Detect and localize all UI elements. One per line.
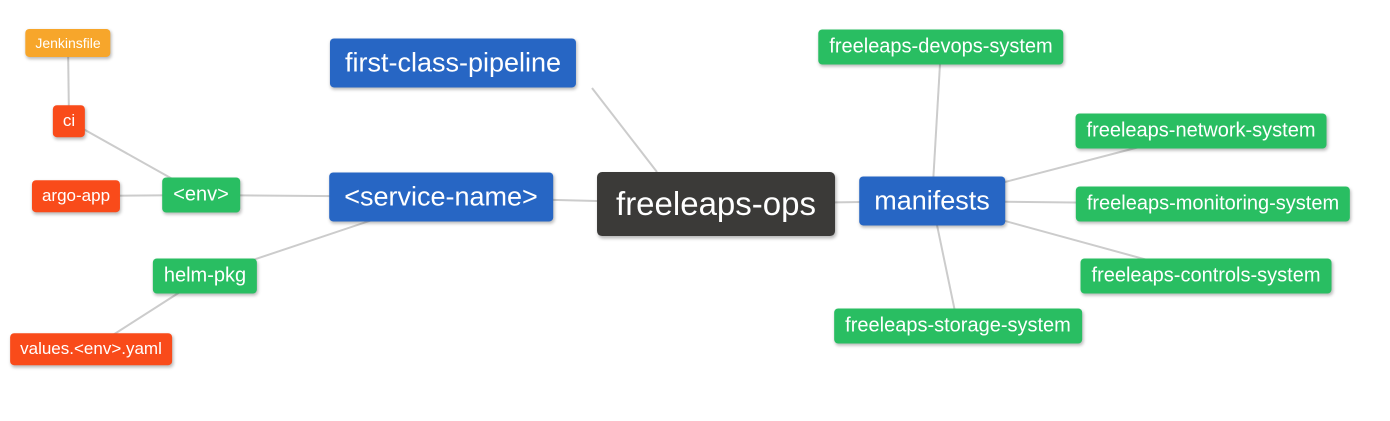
node-label: Jenkinsfile [35, 34, 101, 51]
node-env[interactable]: <env> [162, 177, 240, 213]
node-label: helm-pkg [163, 264, 247, 287]
node-label: argo-app [41, 186, 111, 206]
node-label: values.<env>.yaml [20, 339, 162, 359]
node-label: <service-name> [344, 181, 538, 212]
node-label: manifests [874, 185, 990, 216]
node-service-name[interactable]: <service-name> [329, 172, 553, 222]
node-label: freeleaps-controls-system [1091, 264, 1321, 287]
edge-first-class-pipeline-freeleaps-ops [591, 87, 658, 173]
node-helm-pkg[interactable]: helm-pkg [152, 258, 258, 294]
node-freeleaps-controls-system[interactable]: freeleaps-controls-system [1080, 258, 1332, 294]
node-label: freeleaps-storage-system [845, 314, 1071, 337]
node-label: freeleaps-network-system [1086, 119, 1316, 142]
node-label: freeleaps-ops [616, 185, 816, 223]
node-label: <env> [173, 183, 229, 206]
node-jenkinsfile[interactable]: Jenkinsfile [25, 28, 111, 58]
node-freeleaps-devops-system[interactable]: freeleaps-devops-system [818, 29, 1064, 65]
node-freeleaps-ops[interactable]: freeleaps-ops [597, 172, 835, 236]
node-freeleaps-network-system[interactable]: freeleaps-network-system [1075, 113, 1327, 149]
node-label: freeleaps-monitoring-system [1086, 192, 1340, 215]
node-freeleaps-storage-system[interactable]: freeleaps-storage-system [834, 308, 1082, 344]
node-label: ci [62, 111, 76, 131]
node-values-env-yaml[interactable]: values.<env>.yaml [10, 333, 172, 365]
edge-manifests-freeleaps-devops-system [931, 46, 942, 202]
node-freeleaps-monitoring-system[interactable]: freeleaps-monitoring-system [1075, 186, 1351, 222]
node-argo-app[interactable]: argo-app [31, 180, 121, 212]
node-label: first-class-pipeline [344, 47, 562, 78]
node-manifests[interactable]: manifests [859, 176, 1005, 226]
node-label: freeleaps-devops-system [829, 35, 1053, 58]
node-ci[interactable]: ci [52, 105, 86, 137]
node-first-class-pipeline[interactable]: first-class-pipeline [329, 38, 577, 88]
